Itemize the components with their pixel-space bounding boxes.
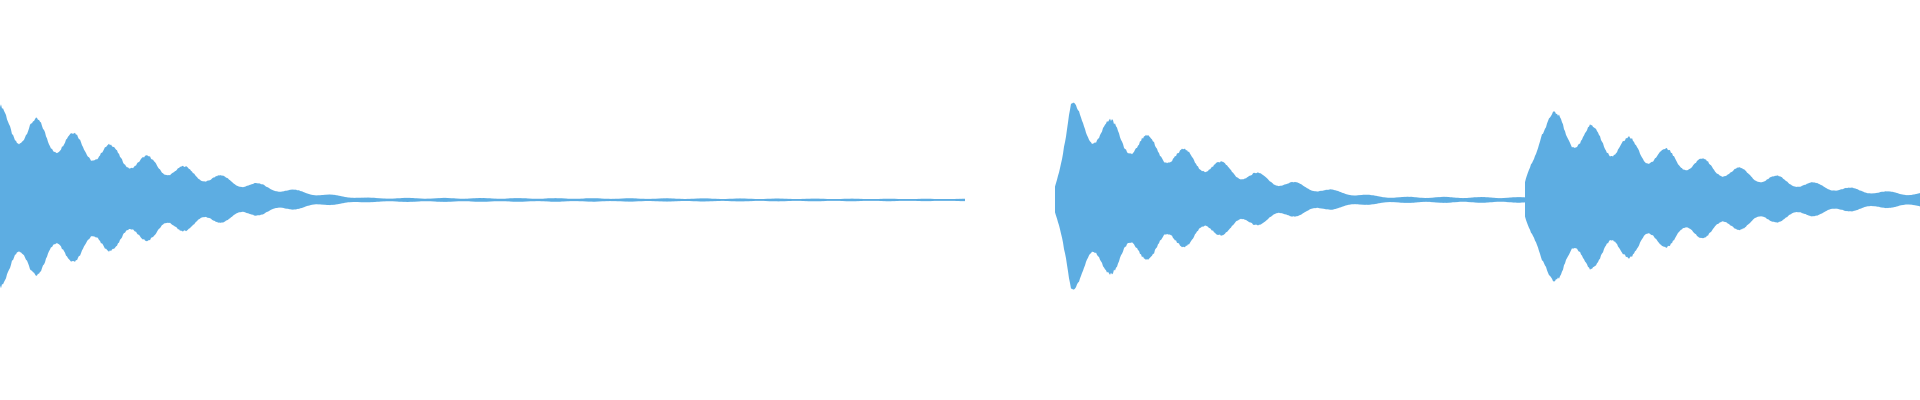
clip-2-waveform[interactable] xyxy=(1055,102,1525,290)
clip-3-waveform[interactable] xyxy=(1525,111,1920,282)
clip-1-waveform[interactable] xyxy=(0,104,965,289)
